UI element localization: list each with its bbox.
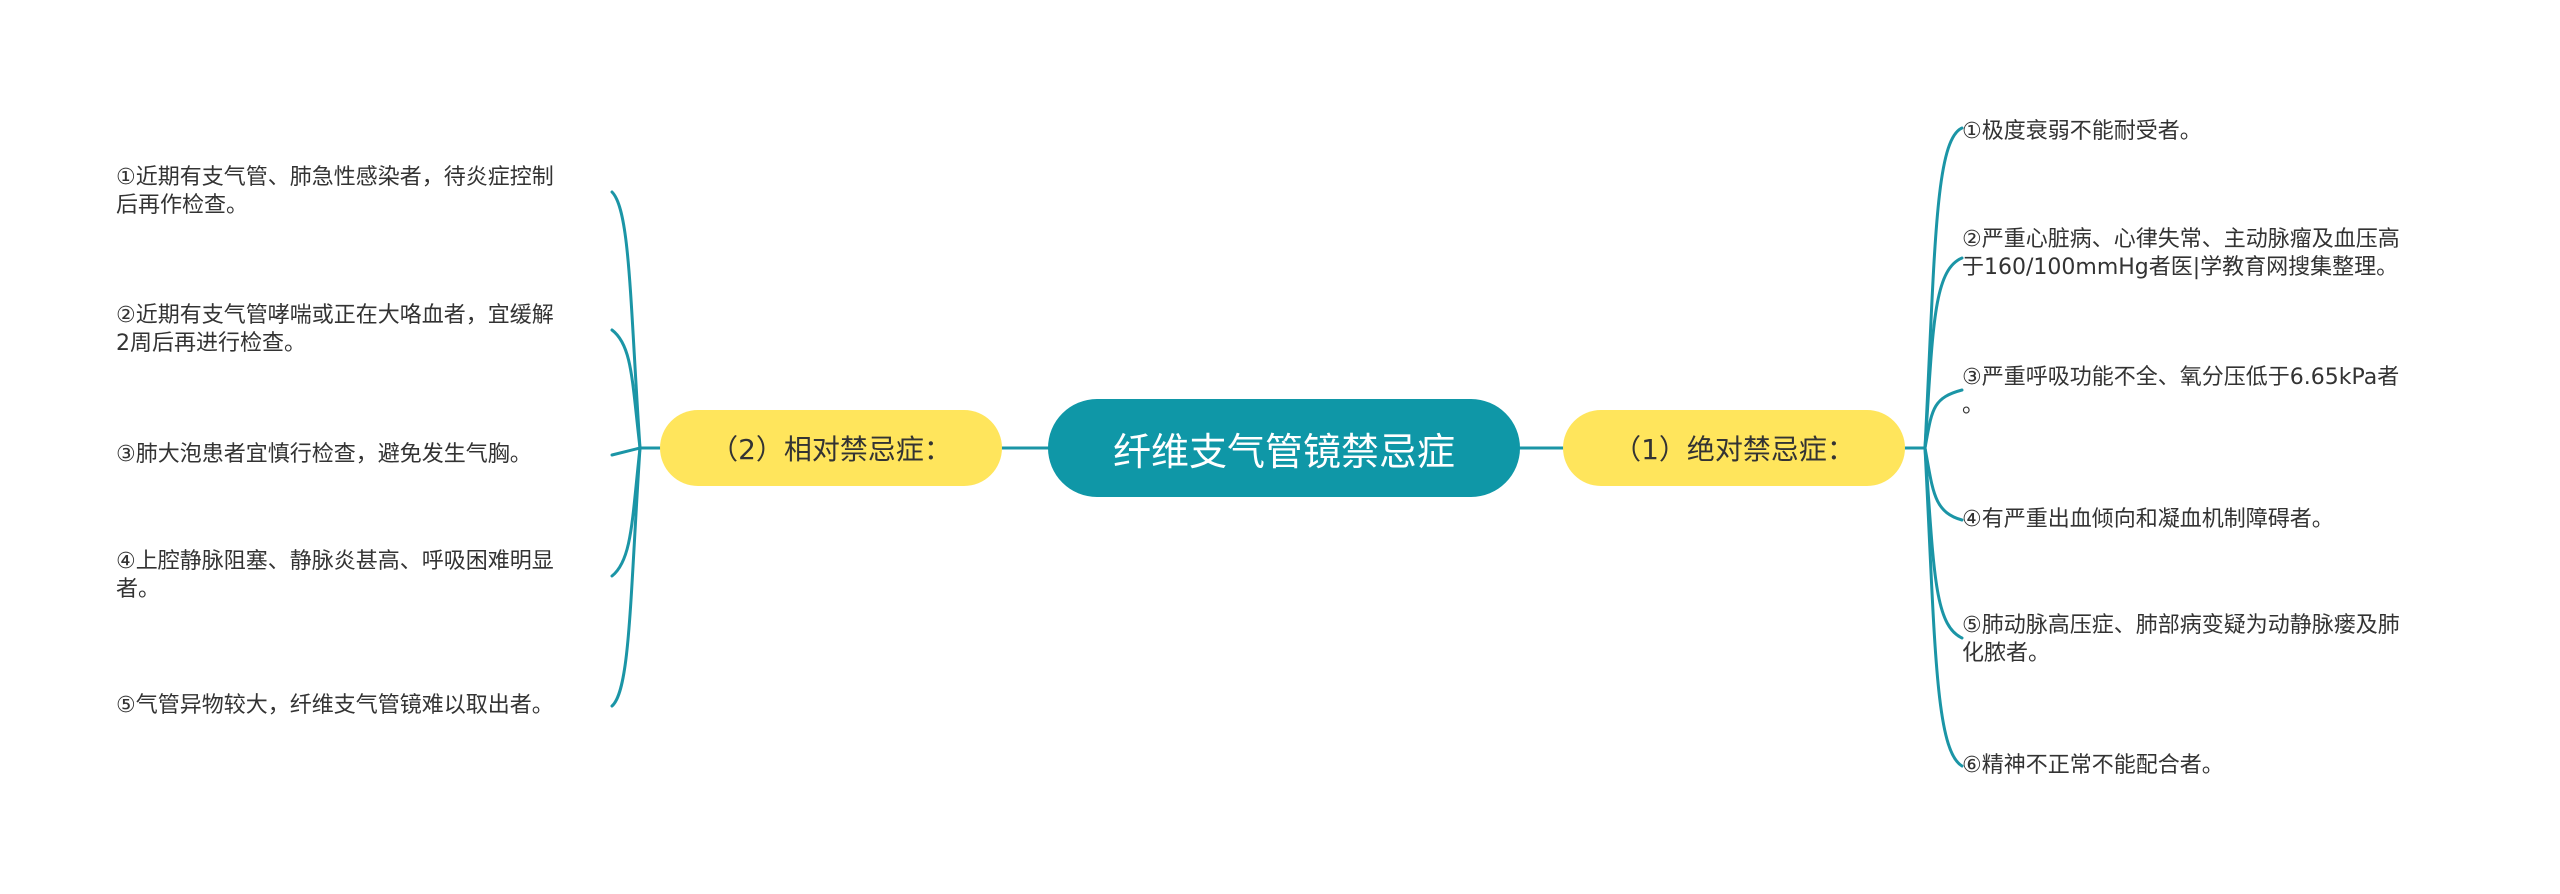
left-leaf-2[interactable]: ②近期有支气管哮喘或正在大咯血者，宜缓解 2周后再进行检查。 — [116, 303, 554, 356]
connector-left-item-3 — [610, 446, 642, 457]
connector-left-item-1 — [610, 190, 642, 450]
connector-right-item-2 — [1923, 256, 1964, 450]
right-leaf-3[interactable]: ③严重呼吸功能不全、氧分压低于6.65kPa者 。 — [1962, 365, 2400, 418]
branch-relative-label: （2）相对禁忌症： — [710, 433, 952, 466]
left-leaf-1[interactable]: ①近期有支气管、肺急性感染者，待炎症控制 后再作检查。 — [116, 165, 554, 218]
right-leaf-5[interactable]: ⑤肺动脉高压症、肺部病变疑为动静脉瘘及肺 化脓者。 — [1962, 613, 2400, 666]
connector-left-item-5 — [610, 446, 642, 708]
left-leaf-3[interactable]: ③肺大泡患者宜慎行检查，避免发生气胸。 — [116, 442, 532, 467]
left-leaf-5[interactable]: ⑤气管异物较大，纤维支气管镜难以取出者。 — [116, 693, 554, 718]
connector-right-item-3 — [1923, 388, 1964, 450]
right-leaf-1[interactable]: ①极度衰弱不能耐受者。 — [1962, 119, 2202, 144]
central-topic-label: 纤维支气管镜禁忌症 — [1112, 429, 1455, 474]
right-leaf-2[interactable]: ②严重心脏病、心律失常、主动脉瘤及血压高 于160/100mmHg者医|学教育网… — [1962, 227, 2400, 280]
right-leaf-4[interactable]: ④有严重出血倾向和凝血机制障碍者。 — [1962, 507, 2334, 532]
connector-left-item-2 — [610, 328, 642, 450]
branch-absolute-contraindications[interactable]: （1）绝对禁忌症： — [1563, 410, 1905, 486]
central-topic[interactable]: 纤维支气管镜禁忌症 — [1048, 399, 1520, 497]
branch-absolute-label: （1）绝对禁忌症： — [1613, 433, 1855, 466]
connector-right-item-6 — [1923, 446, 1964, 768]
left-leaf-4[interactable]: ④上腔静脉阻塞、静脉炎甚高、呼吸困难明显 者。 — [116, 549, 554, 602]
branch-relative-contraindications[interactable]: （2）相对禁忌症： — [660, 410, 1002, 486]
connector-right-item-1 — [1923, 126, 1964, 450]
right-leaf-6[interactable]: ⑥精神不正常不能配合者。 — [1962, 753, 2224, 778]
